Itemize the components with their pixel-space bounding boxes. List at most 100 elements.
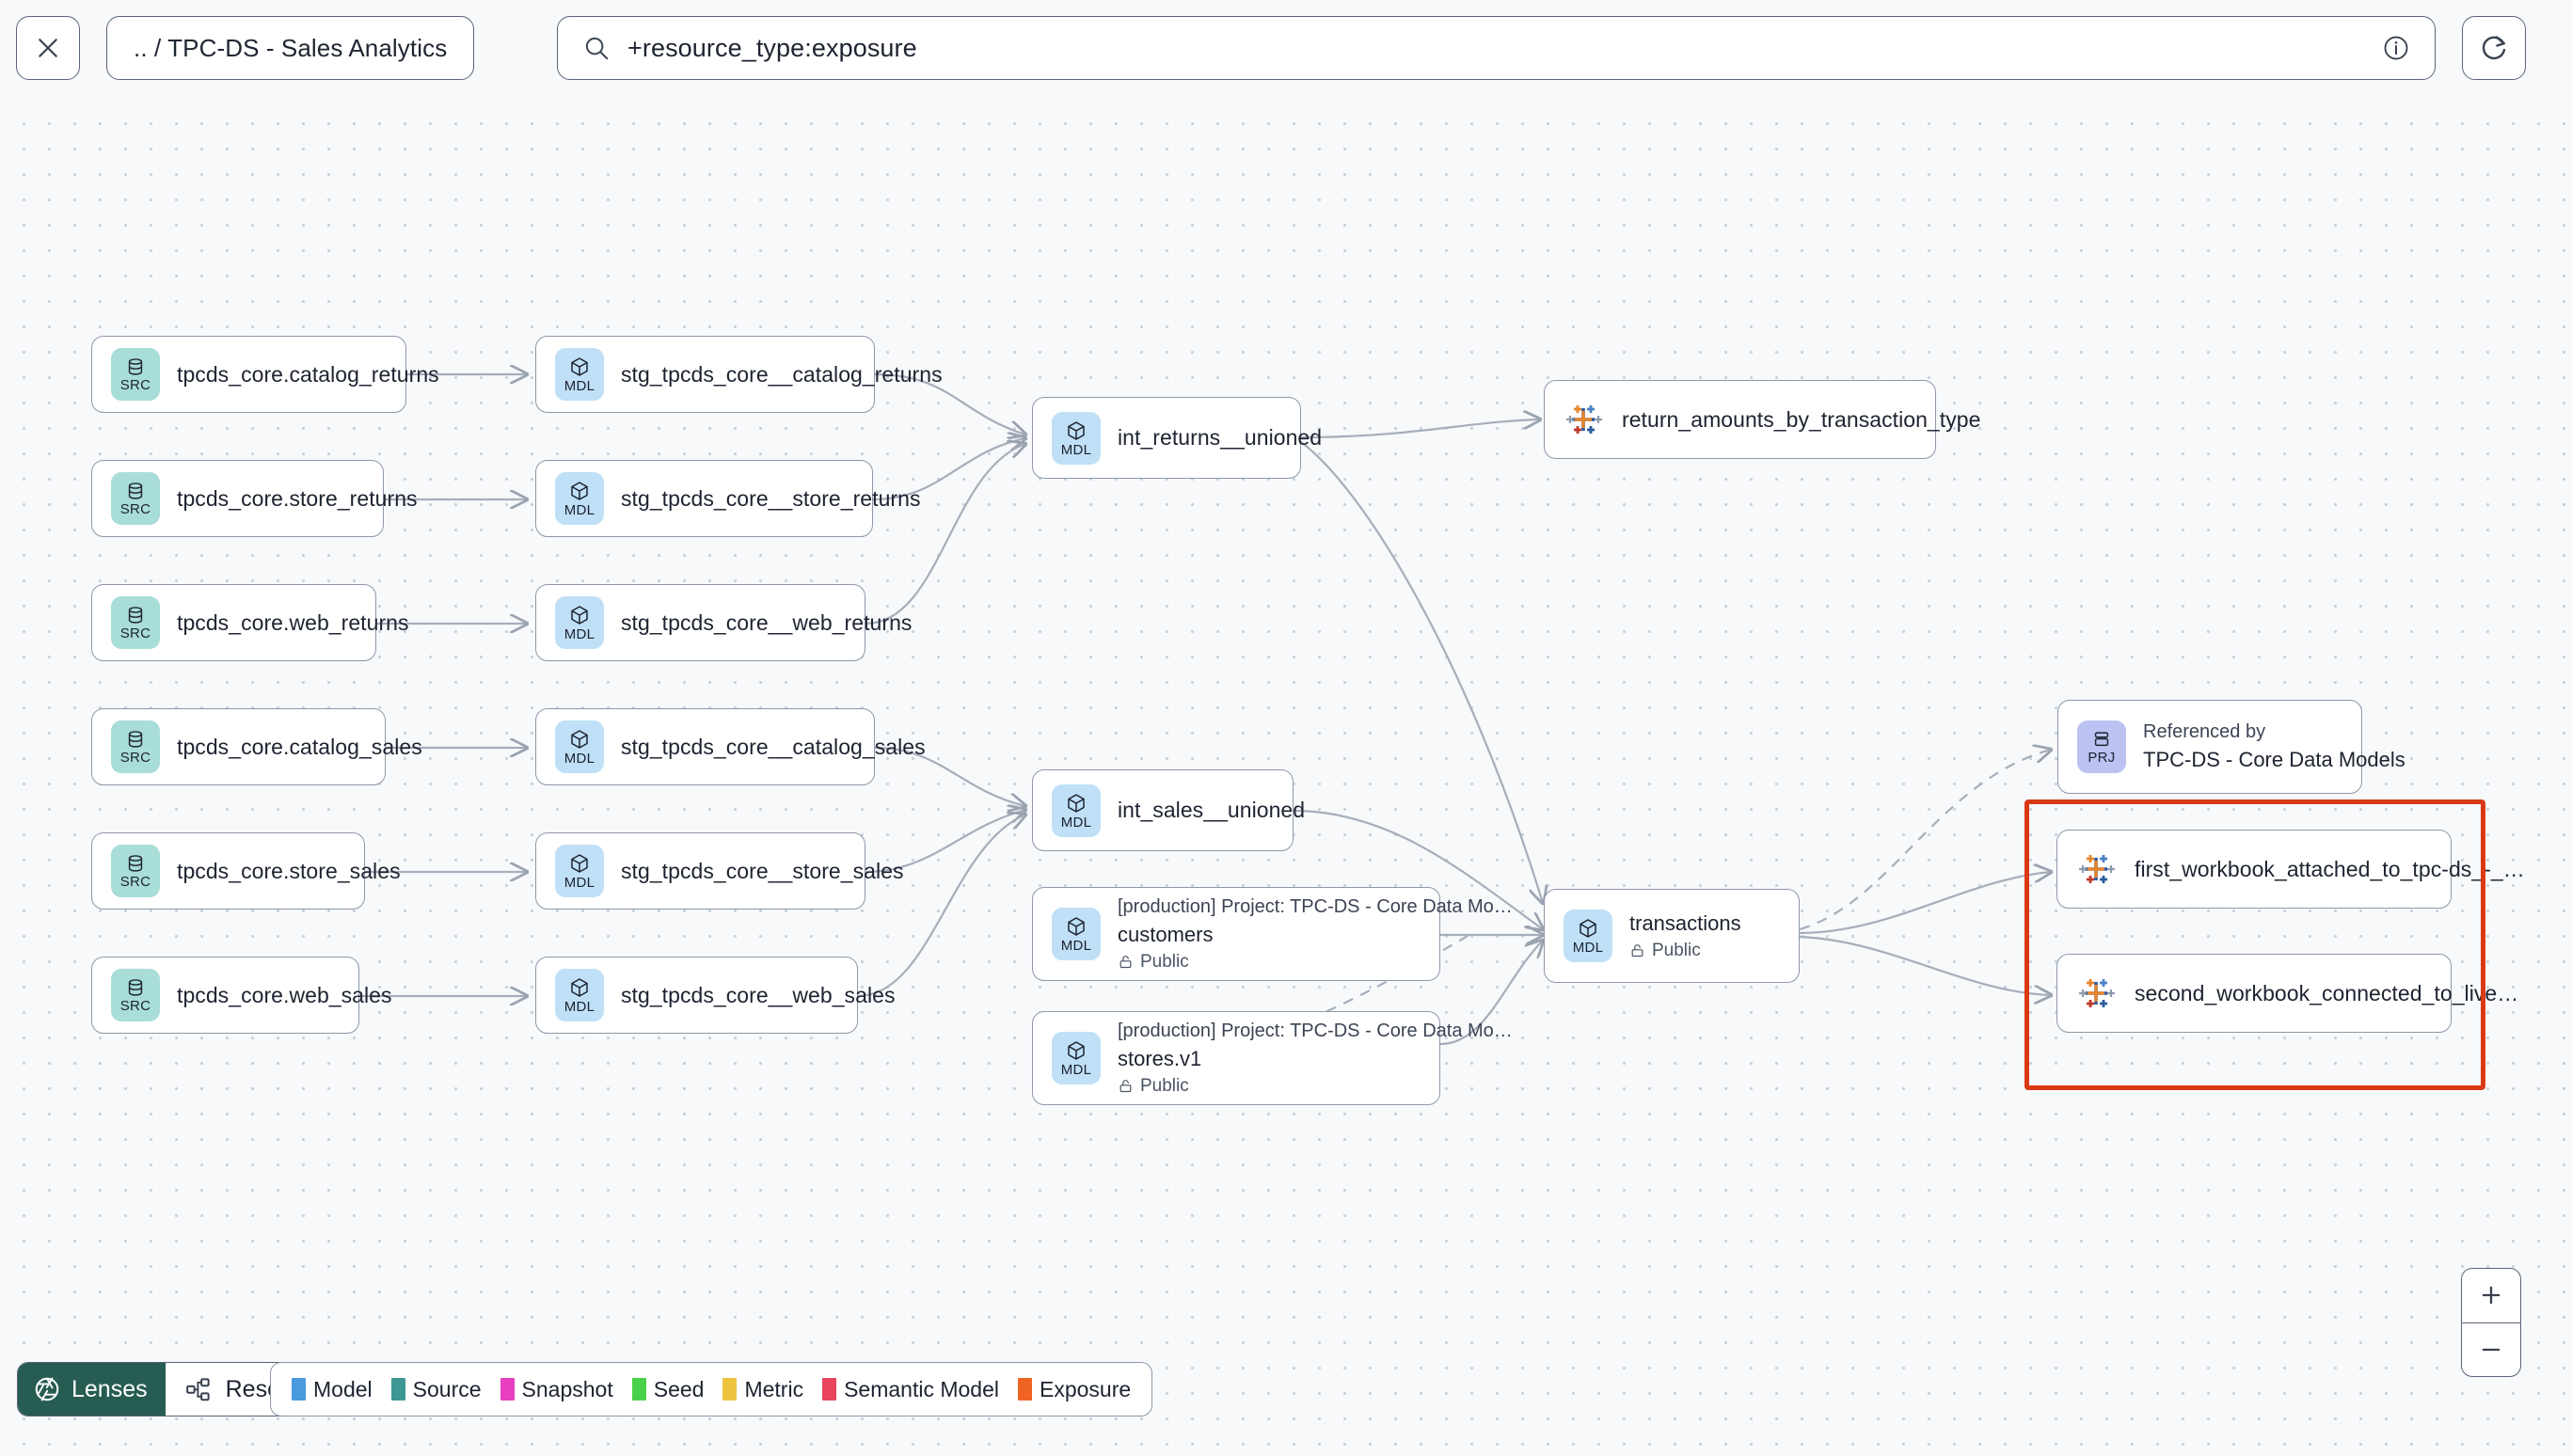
node-label: stg_tpcds_core__web_sales (621, 982, 896, 1007)
lenses-label: Lenses (71, 1375, 148, 1402)
legend-item-snapshot: Snapshot (500, 1377, 613, 1402)
graph-node-model[interactable]: MDL [production] Project: TPC-DS - Core … (1032, 1011, 1513, 1105)
mdl-badge: MDL (1052, 411, 1101, 465)
node-label: tpcds_core.store_returns (177, 485, 418, 511)
graph-node-model[interactable]: MDL int_sales__unioned (1032, 769, 1305, 851)
graph-node-model[interactable]: MDL [production] Project: TPC-DS - Core … (1032, 887, 1513, 981)
badge-text: SRC (119, 750, 151, 766)
info-icon[interactable] (2382, 34, 2410, 62)
legend-label: Semantic Model (844, 1376, 999, 1401)
mdl-badge: MDL (555, 348, 604, 401)
node-label: stg_tpcds_core__catalog_sales (621, 734, 926, 759)
mdl-badge: MDL (1052, 908, 1101, 960)
badge-text: SRC (119, 998, 151, 1014)
close-button[interactable] (16, 16, 80, 80)
legend-label: Snapshot (521, 1376, 613, 1401)
badge-text: MDL (1060, 938, 1092, 954)
badge-text: MDL (1060, 1062, 1092, 1078)
zoom-in-button[interactable] (2462, 1269, 2520, 1322)
search-input[interactable]: +resource_type:exposure (557, 16, 2436, 80)
legend-swatch (390, 1378, 405, 1401)
cube-icon (1068, 917, 1085, 936)
badge-text: MDL (564, 875, 595, 891)
database-icon (128, 483, 143, 499)
refresh-button[interactable] (2462, 16, 2526, 80)
mdl-badge: MDL (1052, 1032, 1101, 1084)
badge-text: SRC (119, 501, 151, 517)
graph-node-model[interactable]: MDL stg_tpcds_core__web_sales (535, 957, 895, 1034)
graph-node-source[interactable]: SRC tpcds_core.catalog_returns (91, 336, 439, 413)
project-icon (2094, 732, 2109, 747)
graph-node-project[interactable]: PRJ Referenced by TPC-DS - Core Data Mod… (2057, 700, 2405, 794)
tableau-icon (2076, 848, 2118, 890)
badge-text: MDL (564, 378, 595, 394)
cube-icon (1580, 919, 1596, 938)
node-visibility: Public (1629, 941, 1741, 961)
zoom-out-button[interactable] (2462, 1321, 2520, 1377)
close-icon (39, 39, 57, 57)
graph-node-model[interactable]: MDL stg_tpcds_core__web_returns (535, 584, 912, 661)
legend-item-semantic-model: Semantic Model (822, 1377, 999, 1402)
refresh-icon (2482, 36, 2506, 60)
badge-text: MDL (1060, 441, 1092, 458)
tableau-icon (2076, 973, 2118, 1014)
graph-node-source[interactable]: SRC tpcds_core.catalog_sales (91, 708, 422, 785)
tableau-icon (1564, 399, 1605, 440)
node-label: tpcds_core.catalog_returns (177, 361, 439, 387)
unlock-icon (1119, 956, 1132, 969)
graph-node-model[interactable]: MDL transactions Public (1544, 889, 1800, 983)
badge-text: MDL (564, 751, 595, 767)
cube-icon (571, 854, 588, 873)
legend-label: Exposure (1040, 1376, 1132, 1401)
legend-label: Seed (653, 1376, 705, 1401)
mdl-badge: MDL (555, 472, 604, 525)
badge-text: MDL (564, 502, 595, 518)
src-badge: SRC (111, 845, 160, 897)
node-label: tpcds_core.web_sales (177, 982, 392, 1007)
graph-node-exposure[interactable]: second_workbook_connected_to_live… (2056, 954, 2518, 1033)
graph-node-source[interactable]: SRC tpcds_core.web_returns (91, 584, 409, 661)
node-visibility: Public (1118, 952, 1513, 973)
lenses-button[interactable]: Lenses (18, 1363, 166, 1416)
resource-type-legend: Model Source Snapshot Seed Metric Semant… (270, 1362, 1153, 1416)
src-badge: SRC (111, 720, 160, 773)
graph-node-source[interactable]: SRC tpcds_core.web_sales (91, 957, 392, 1034)
graph-node-source[interactable]: SRC tpcds_core.store_sales (91, 832, 401, 910)
graph-node-exposure[interactable]: first_workbook_attached_to_tpc-ds_-_… (2056, 830, 2525, 909)
node-label: second_workbook_connected_to_live… (2135, 980, 2519, 1005)
graph-node-model[interactable]: MDL stg_tpcds_core__store_returns (535, 460, 920, 537)
breadcrumb[interactable]: .. / TPC-DS - Sales Analytics (106, 16, 475, 80)
minus-icon (2482, 1348, 2501, 1351)
graph-node-model[interactable]: MDL int_returns__unioned (1032, 397, 1322, 479)
graph-node-exposure[interactable]: return_amounts_by_transaction_type (1544, 380, 1980, 459)
badge-text: SRC (119, 874, 151, 890)
badge-text: SRC (119, 377, 151, 393)
legend-label: Model (313, 1376, 373, 1401)
cube-icon (1068, 793, 1085, 813)
badge-text: MDL (564, 626, 595, 642)
badge-text: MDL (1572, 940, 1604, 956)
node-label: customers (1118, 922, 1214, 946)
aperture-icon (35, 1377, 59, 1401)
legend-swatch (500, 1378, 515, 1401)
node-label: TPC-DS - Core Data Models (2143, 748, 2405, 771)
legend-item-exposure: Exposure (1018, 1377, 1131, 1402)
graph-node-model[interactable]: MDL stg_tpcds_core__catalog_returns (535, 336, 943, 413)
database-icon (128, 855, 143, 872)
node-label: int_sales__unioned (1118, 798, 1306, 822)
node-label: return_amounts_by_transaction_type (1622, 406, 1981, 432)
search-icon (582, 34, 611, 62)
unlock-icon (1631, 944, 1643, 957)
prj-badge: PRJ (2077, 720, 2126, 773)
database-icon (128, 979, 143, 996)
graph-node-model[interactable]: MDL stg_tpcds_core__catalog_sales (535, 708, 926, 785)
src-badge: SRC (111, 596, 160, 649)
node-project-path: [production] Project: TPC-DS - Core Data… (1118, 895, 1513, 917)
graph-node-source[interactable]: SRC tpcds_core.store_returns (91, 460, 418, 537)
legend-label: Metric (744, 1376, 804, 1401)
mdl-badge: MDL (555, 969, 604, 1021)
node-label: tpcds_core.web_returns (177, 609, 409, 635)
cube-icon (571, 730, 588, 749)
graph-node-model[interactable]: MDL stg_tpcds_core__store_sales (535, 832, 903, 910)
